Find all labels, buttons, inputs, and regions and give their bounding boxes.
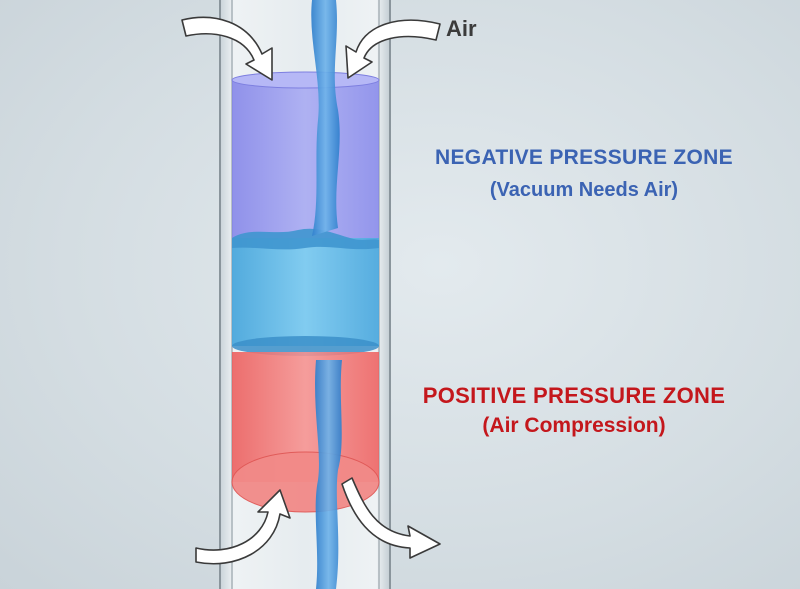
negative-zone-subtitle: (Vacuum Needs Air) [489,179,679,201]
negative-pressure-zone [231,71,380,240]
positive-zone-subtitle: (Air Compression) [482,414,666,437]
air-inflow-arrow-top-right [345,19,441,79]
water-slug [232,228,379,356]
air-outflow-arrow-bottom-right [341,477,441,559]
air-inflow-arrow-bottom-left [195,489,291,565]
negative-zone-title: NEGATIVE PRESSURE ZONE [435,146,733,169]
air-inflow-arrow-top-left [181,16,273,81]
air-label: Air [446,16,477,41]
positive-pressure-zone [231,352,380,513]
positive-zone-title: POSITIVE PRESSURE ZONE [422,383,726,408]
water-stream-bottom [315,360,342,589]
water-stream-top [311,0,340,236]
